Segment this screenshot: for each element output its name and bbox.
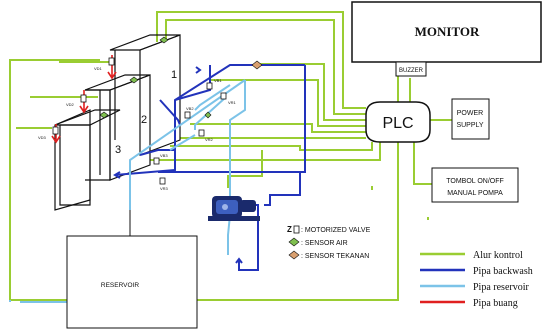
backwash-valve-label-3: VB3 [160,153,168,158]
sensor-air-pipe-icon [204,111,212,119]
drain-valve-2-icon [80,94,87,103]
buzzer-box [395,61,427,77]
sensor-tekanan-pipe-icon [251,60,263,70]
drain-valve-label-1: VD1 [94,66,103,71]
control-line-plc-tombol [413,142,432,185]
reservoir-valve-label-1: VR1 [228,100,237,105]
backwash-arrow-2 [195,66,202,74]
tank-number-3: 3 [115,144,121,156]
tank-3-top [54,109,121,126]
symbol-legend-label-motorized-valve: : MOTORIZED VALVE [301,227,371,234]
pump-icon [208,196,260,221]
backwash-valve-label-1: VB1 [214,78,222,83]
drain-valve-1-icon [108,57,115,66]
reservoir-pipe-branch-1 [194,84,231,111]
motorized-valve-icon: Z [287,225,292,234]
sensor-air-tank1-icon [159,36,169,44]
tombol-label-1: TOMBOL ON/OFF [446,178,504,185]
reservoir-valve-3-icon [159,177,166,185]
reservoir-pipe-branch-2 [194,97,226,130]
control-line-ctrl-a [256,63,366,121]
buzzer-label: BUZZER [399,68,424,74]
plc-box [365,101,431,143]
control-line-top-2 [165,19,366,115]
tank-3-front [59,124,91,206]
sensor-air-tank2-icon [129,76,139,84]
legend-label-kontrol: Alur kontrol [473,250,523,261]
control-line-left-outer [9,59,100,300]
backwash-pipe-top [158,65,306,173]
backwash-arrow-pump [235,257,243,264]
tombol-box [431,167,519,203]
control-line-top [156,11,366,109]
legend-label-reservoir: Pipa reservoir [473,282,529,293]
backwash-pump-out [238,204,259,271]
tank-2-top [84,74,151,91]
control-line-ctrl-c [190,123,366,133]
reservoir-valve-1-icon [220,92,227,100]
sensor-air-legend-icon [288,237,300,247]
backwash-valve-3-icon [153,157,160,165]
tombol-label-2: MANUAL POMPA [447,190,503,197]
backwash-arrow-1 [113,171,121,179]
power-supply-label-1: POWER [457,110,483,117]
reservoir-pipe-branch-3 [169,134,196,151]
backwash-pump-up [264,172,301,206]
reservoir-valve-label-2: VR2 [205,137,214,142]
reservoir-label: RESERVOIR [101,282,139,289]
monitor-label: MONITOR [415,24,480,39]
control-line-ctrl-e [170,142,373,151]
backwash-valve-2-icon [184,111,191,119]
symbol-legend-label-sensor-tekanan: : SENSOR TEKANAN [301,253,369,260]
reservoir-box [66,235,198,329]
symbol-legend-label-sensor-air: : SENSOR AIR [301,240,348,247]
reservoir-pipes [9,79,246,303]
sensor-air-tank3-icon [99,111,109,119]
backwash-pipe-branch-3 [139,149,175,156]
tank-number-1: 1 [171,69,177,81]
tank-number-2: 2 [141,114,147,126]
reservoir-pipe-bottom [227,80,246,255]
legend-label-buang: Pipa buang [473,298,518,309]
control-line-ctrl-f [150,142,381,161]
tank-1-top [109,34,181,51]
reservoir-valve-label-3: VR3 [160,186,169,191]
tank-2-left [85,89,111,181]
drain-valve-3-icon [52,126,59,135]
reservoir-valve-2-icon [198,129,205,137]
control-line-pump [227,150,263,188]
symbol-legend: Z : MOTORIZED VALVE : SENSOR AIR : SENSO… [287,225,371,260]
pipe-valves [153,82,227,185]
legend-label-backwash: Pipa backwash [473,266,533,277]
drain-valve-label-2: VD2 [66,102,75,107]
sensor-tekanan-legend-icon [288,250,300,260]
line-legend: Alur kontrol Pipa backwash Pipa reservoi… [420,250,533,309]
reservoir-pipe-main [129,79,246,210]
drain-valves [52,57,115,135]
control-line-ctrl-b [210,79,366,127]
monitor-box [351,1,542,63]
backwash-pipe-branch-1 [174,65,211,101]
backwash-valve-1-icon [206,82,213,90]
power-supply-label-2: SUPPLY [456,122,483,129]
backwash-valve-label-2: VB2 [186,106,194,111]
control-line-tank1 [59,60,112,63]
tank-sensors [99,36,169,119]
drain-valve-label-3: VD3 [38,135,47,140]
power-supply-box [451,98,490,140]
plc-label: PLC [382,115,413,132]
backwash-pipe-branch-2 [159,99,181,126]
